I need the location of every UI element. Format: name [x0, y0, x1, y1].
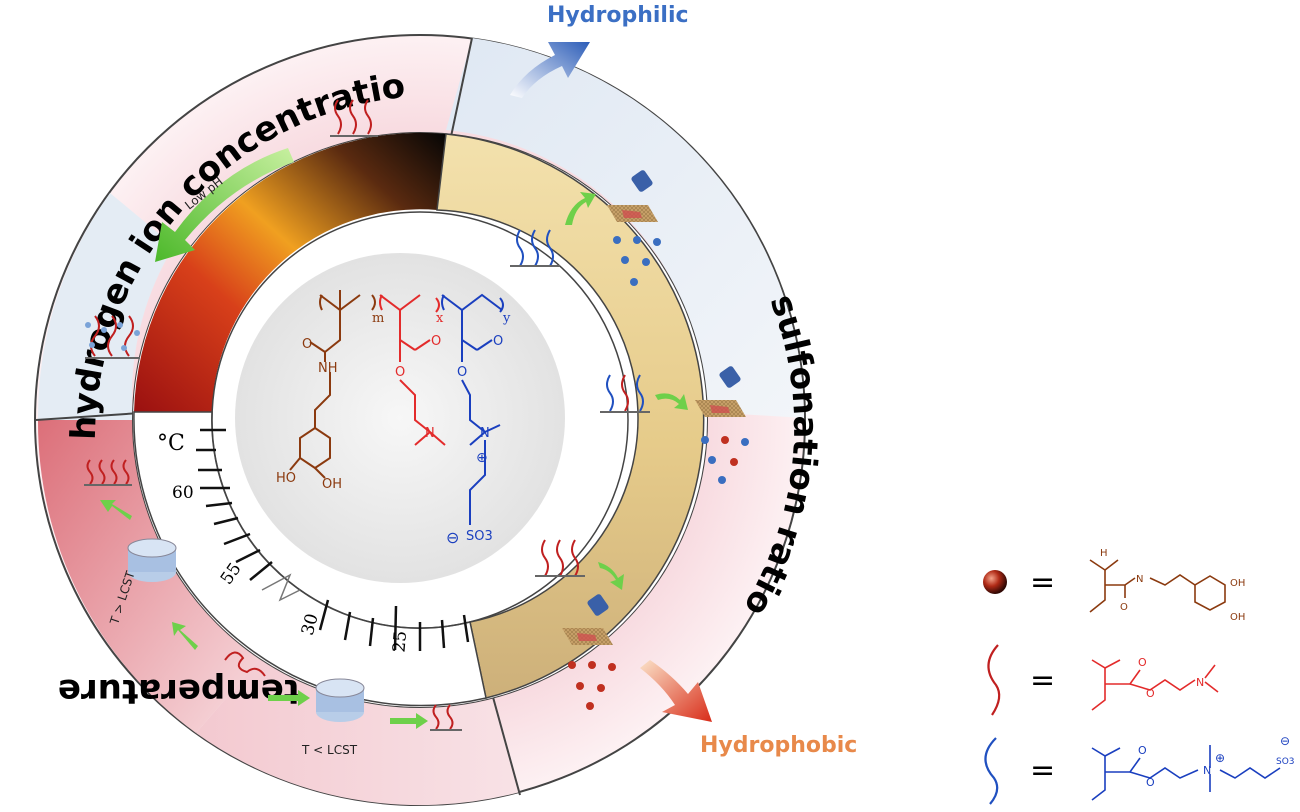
legend-row1-n: N — [1136, 574, 1143, 585]
ph-color-band — [134, 132, 446, 412]
legend-eq-2: = — [1030, 663, 1055, 698]
brush-temp-bottom — [430, 704, 462, 731]
vial-low-temp — [315, 678, 365, 722]
free-chain — [224, 651, 266, 677]
legend-sbma-chain — [984, 737, 999, 805]
brush-mixed — [600, 374, 650, 413]
small-green-arrows — [100, 192, 688, 729]
center-disk — [235, 253, 565, 583]
hydrophilic-label: Hydrophilic — [547, 3, 689, 28]
thermometer-ticks — [196, 428, 470, 651]
legend-eq-1: = — [1030, 565, 1055, 600]
polymer-labels: m x y O NH HO OH O O N O O N ⊕ ⊖ SO3 — [276, 311, 511, 547]
legend: = H N O OH OH = O O — [983, 548, 1295, 805]
tick-label-60: 60 — [172, 483, 194, 503]
legend-row2-o1: O — [1138, 656, 1147, 669]
hydrophobic-arrow — [640, 660, 712, 722]
legend-row3-o1: O — [1138, 744, 1147, 757]
legend-eq-3: = — [1030, 753, 1055, 788]
label-so3: SO3 — [466, 529, 493, 544]
membrane-red-drops — [562, 594, 616, 710]
subscript-m: m — [372, 311, 384, 326]
label-o3: O — [395, 365, 405, 380]
membrane-mixed-drops — [695, 366, 749, 484]
legend-dmaema-labels: O O N — [1138, 656, 1204, 700]
sulfonation-band — [436, 133, 705, 699]
legend-row3-plus: ⊕ — [1215, 751, 1225, 765]
brush-red-bottom — [535, 539, 585, 577]
sbma-unit — [441, 293, 504, 525]
legend-row1-o: O — [1120, 602, 1128, 613]
dmaema-unit — [379, 294, 446, 446]
legend-row3-o2: O — [1146, 776, 1155, 789]
segment-ph-lower — [37, 193, 175, 420]
label-ho: HO — [276, 471, 296, 486]
segment-temperature-bottom — [196, 657, 520, 806]
legend-dmaema-structure — [1091, 659, 1219, 711]
legend-row2-o2: O — [1146, 687, 1155, 700]
membrane-blue-drops — [607, 170, 661, 286]
legend-row1-oh-b: OH — [1230, 612, 1245, 623]
brush-blue — [510, 229, 560, 267]
low-ph-arrow — [155, 148, 294, 262]
legend-row2-n: N — [1196, 676, 1204, 689]
label-o4: O — [493, 334, 503, 349]
legend-sbma-structure — [1091, 745, 1281, 801]
label-o5: O — [457, 365, 467, 380]
ion-dots — [85, 322, 140, 351]
legend-row3-so3: SO3 — [1276, 757, 1295, 767]
brush-temp-top — [84, 459, 132, 486]
brush-top-red — [330, 99, 378, 137]
hydrophilic-arrow — [510, 42, 590, 98]
legend-row3-n: N — [1203, 764, 1211, 777]
legend-dopamine-labels: H N O OH OH — [1100, 548, 1245, 623]
label-nh: NH — [318, 361, 338, 376]
lcst-below-label: T < LCST — [301, 743, 358, 757]
legend-row1-h: H — [1100, 548, 1108, 559]
label-minus: ⊖ — [446, 528, 459, 547]
polymer-structure — [289, 290, 504, 525]
label-plus: ⊕ — [476, 450, 488, 466]
dopamine-unit — [289, 290, 376, 479]
legend-sbma-labels: O O N ⊕ ⊖ SO3 — [1138, 734, 1295, 789]
subscript-y: y — [502, 311, 511, 326]
legend-dopamine-structure — [1089, 559, 1226, 613]
label-o1: O — [302, 337, 312, 352]
celsius-unit: °C — [157, 431, 185, 456]
thermometer-break — [261, 573, 301, 602]
legend-row1-oh-a: OH — [1230, 578, 1245, 589]
label-n1: N — [425, 426, 435, 441]
legend-dmaema-chain — [987, 644, 1001, 716]
legend-row3-minus: ⊖ — [1280, 734, 1290, 748]
label-oh: OH — [322, 477, 342, 492]
legend-dopamine-ball — [983, 570, 1007, 594]
ring-label-temperature: temperature — [58, 671, 300, 711]
segment-hydrophilic-area — [446, 38, 804, 418]
subscript-x: x — [436, 311, 444, 326]
label-n2: N — [480, 426, 490, 441]
label-o2: O — [431, 334, 441, 349]
vial-high-temp — [127, 538, 177, 582]
hydrophobic-label: Hydrophobic — [700, 733, 857, 758]
tick-label-25: 25 — [389, 630, 411, 653]
